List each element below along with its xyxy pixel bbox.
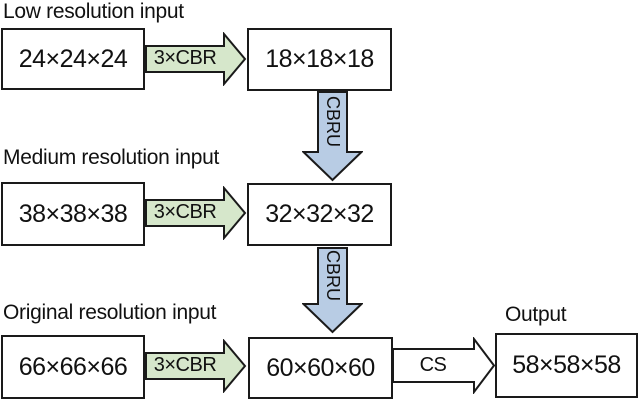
cbr-arrow-original-shape <box>145 339 247 393</box>
cs-arrow-shape <box>392 337 496 394</box>
cbr-arrow-low-icon <box>145 32 247 86</box>
cbr-arrow-medium-shape <box>145 186 247 240</box>
cbr-arrow-medium-icon <box>145 186 247 240</box>
cbr-arrow-original-icon <box>145 339 247 393</box>
cbru-arrow-2-label: CBRU <box>323 250 343 302</box>
input-box-low-label: 24×24×24 <box>18 44 128 73</box>
cbru-arrow-1-label: CBRU <box>323 96 343 148</box>
cbru-arrow-1-shape <box>302 91 363 182</box>
feature-box-low: 18×18×18 <box>247 28 392 91</box>
cbr-arrow-original-label: 3×CBR <box>153 354 217 376</box>
cbru-arrow-2-shape <box>302 247 363 334</box>
input-box-original: 66×66×66 <box>1 335 145 399</box>
cbr-arrow-low-label: 3×CBR <box>153 47 217 69</box>
output-box: 58×58×58 <box>495 333 638 398</box>
input-box-medium: 38×38×38 <box>1 182 145 246</box>
feature-box-original: 60×60×60 <box>248 337 393 399</box>
input-box-low: 24×24×24 <box>1 28 145 90</box>
cs-arrow-label: CS <box>419 354 447 376</box>
input-box-original-label: 66×66×66 <box>18 352 128 381</box>
feature-box-low-label: 18×18×18 <box>265 45 374 73</box>
cbru-arrow-1-icon <box>302 91 363 182</box>
cs-arrow-icon <box>392 337 496 394</box>
feature-box-medium: 32×32×32 <box>247 183 392 246</box>
feature-box-original-label: 60×60×60 <box>266 353 375 382</box>
output-box-label: 58×58×58 <box>512 351 621 379</box>
feature-box-medium-label: 32×32×32 <box>265 200 374 228</box>
heading-original-res: Original resolution input <box>3 301 217 324</box>
heading-low-res: Low resolution input <box>3 0 184 23</box>
heading-output: Output <box>505 303 567 326</box>
cbr-arrow-low-shape <box>145 32 247 86</box>
cbr-arrow-medium-label: 3×CBR <box>153 201 217 223</box>
input-box-medium-label: 38×38×38 <box>18 199 128 228</box>
heading-medium-res: Medium resolution input <box>3 146 220 169</box>
cbru-arrow-2-icon <box>302 247 363 334</box>
